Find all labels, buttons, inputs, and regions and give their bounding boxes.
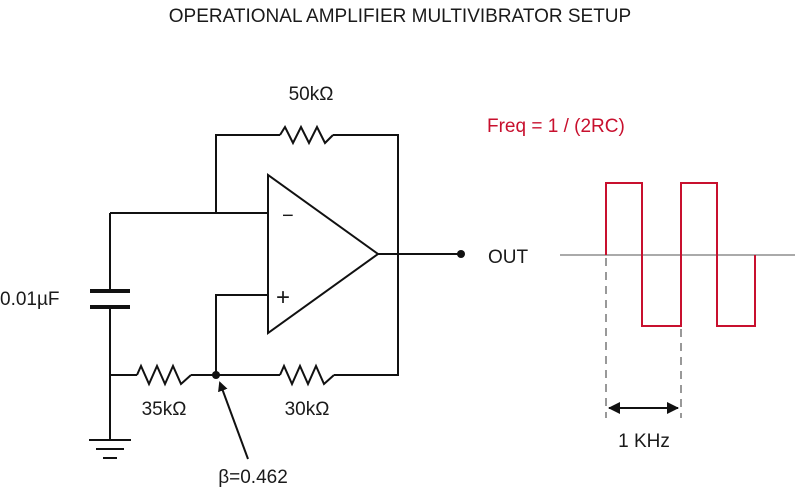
output-terminal <box>457 250 465 258</box>
capacitor-label: 0.01µF <box>0 289 60 310</box>
diagram-title: OPERATIONAL AMPLIFIER MULTIVIBRATOR SETU… <box>169 6 631 27</box>
frequency-formula: Freq = 1 / (2RC) <box>487 116 625 137</box>
resistor-50k-zigzag <box>279 124 334 146</box>
resistor-35k-label: 35kΩ <box>142 399 187 420</box>
op-amp-symbol <box>267 173 380 335</box>
beta-arrow <box>218 381 249 460</box>
inverting-input-symbol: − <box>282 205 294 227</box>
wire-feedback-right <box>333 134 399 367</box>
square-waveform <box>605 182 756 327</box>
resistor-50k-label: 50kΩ <box>289 84 334 105</box>
beta-label: β=0.462 <box>218 467 288 488</box>
junction-node <box>212 371 220 379</box>
wire-30k-right <box>334 367 399 376</box>
capacitor-symbol <box>90 289 130 309</box>
wire-noninverting-input <box>215 294 268 375</box>
resistor-35k-zigzag <box>136 363 192 387</box>
resistor-30k-zigzag <box>279 363 335 387</box>
period-label: 1 KHz <box>618 431 670 452</box>
output-label: OUT <box>488 247 529 268</box>
wire-feedback-left <box>215 134 280 213</box>
ground-icon <box>89 439 131 459</box>
feedback-network <box>215 124 399 367</box>
noninverting-input-symbol: + <box>276 284 290 311</box>
resistor-30k-label: 30kΩ <box>285 399 330 420</box>
